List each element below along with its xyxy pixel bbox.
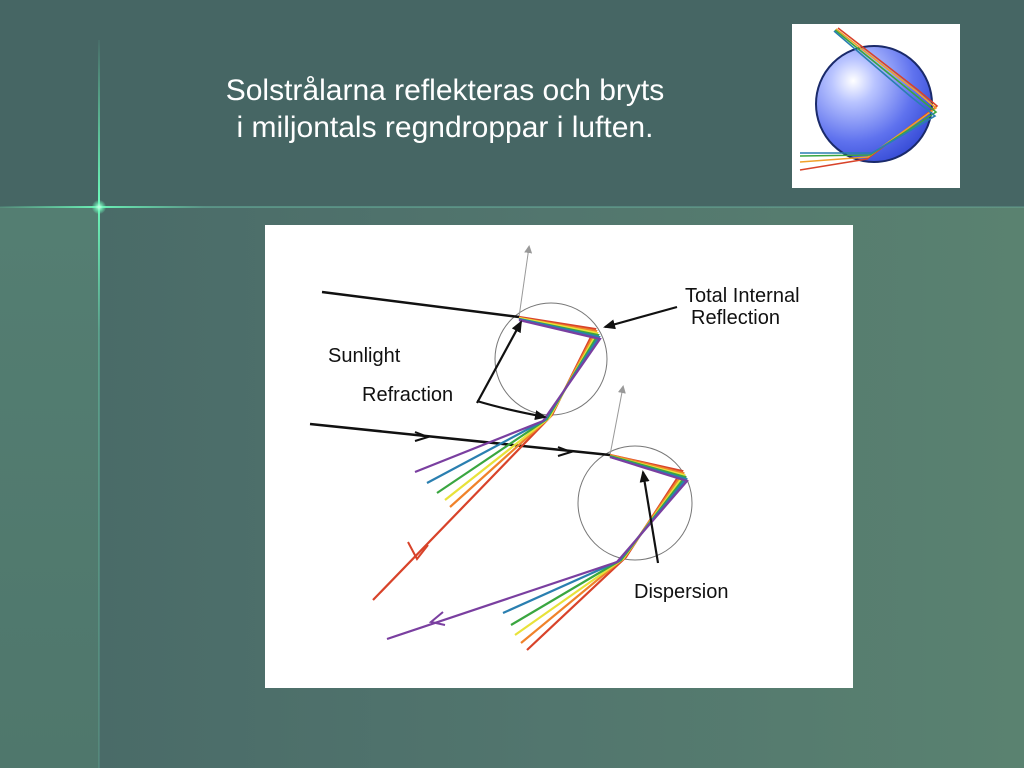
label-refraction: Refraction [362,384,453,406]
decorative-vertical-line [98,40,100,768]
red-ray-direction-arrow [407,541,429,561]
slide-title-line-2: i miljontals regndroppar i luften. [236,111,654,144]
label-total-internal-line-2: Reflection [691,307,780,329]
total-internal-reflection-arrow [603,305,678,330]
decorative-horizontal-line [0,206,1024,208]
rainbow-diagram-svg: Total Internal Reflection Sunlight Refra… [309,245,800,651]
violet-ray-direction-arrow [428,611,446,626]
label-dispersion: Dispersion [634,581,728,603]
left-strip [0,207,99,768]
sunlight-ray-lower [309,422,611,457]
raindrop-lower [577,445,693,561]
ray-lower-violet [386,455,689,641]
ray-lower-red [526,453,684,651]
refraction-arrow-lower [476,399,547,421]
thumbnail-rays [799,27,939,171]
raindrop-sphere-icon [799,27,939,171]
sunlight-ray-upper [321,290,520,319]
raindrop-sphere [815,45,933,163]
normal-line-lower [609,385,626,456]
raindrop-upper [494,302,608,416]
slide-title-line-1: Solstrålarna reflekteras och bryts [225,74,665,107]
label-sunlight: Sunlight [328,345,401,367]
normal-line-upper [518,245,533,318]
sunlight-direction-arrow-1 [414,431,432,442]
ray-upper-green [436,317,600,494]
dispersion-arrow [639,470,660,564]
label-total-internal-line-1: Total Internal [685,285,800,307]
ray-upper-violet [414,318,602,474]
refraction-arrow-upper [476,320,522,404]
sparkle-icon [92,200,106,214]
slide-title: Solstrålarna reflekteras och bryts i mil… [150,72,740,146]
ray-upper-red [372,315,597,601]
spectrum-rays-upper [372,315,602,601]
raindrop-thumbnail [792,24,960,188]
rainbow-diagram: Total Internal Reflection Sunlight Refra… [265,225,853,688]
sunlight-direction-arrow-2 [557,446,575,457]
